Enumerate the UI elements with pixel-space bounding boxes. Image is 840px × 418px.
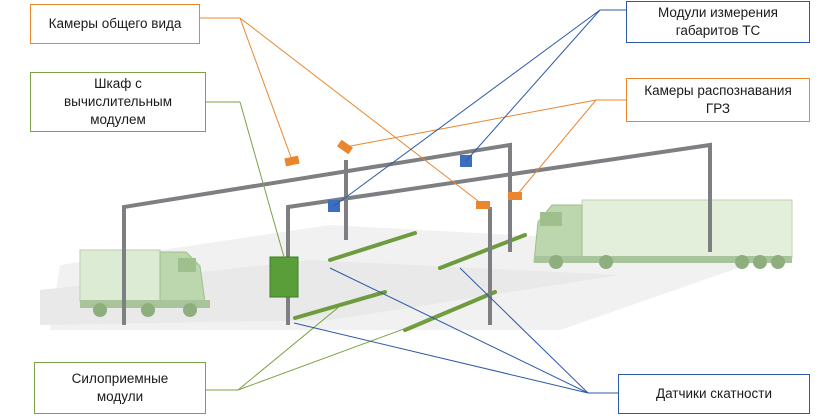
overview-camera-1 (284, 155, 300, 167)
truck-left (79, 249, 210, 317)
compute-cabinet (269, 256, 299, 298)
plate-camera-1 (476, 201, 490, 209)
leader-lines (200, 9, 626, 394)
compute-cabinet-text: Шкаф с вычислительным модулем (63, 75, 173, 128)
dimension-modules-text: Модули измерения габаритов ТС (658, 4, 778, 38)
weigh-modules-label: Силоприемные модули (34, 362, 206, 414)
dimension-modules-label: Модули измерения габаритов ТС (626, 1, 810, 43)
compute-cabinet-label: Шкаф с вычислительным модулем (30, 72, 206, 132)
weigh-modules-text: Силоприемные модули (71, 370, 169, 404)
axle-sensors-label: Датчики скатности (618, 374, 810, 414)
plate-cameras-text: Камеры распознавания ГРЗ (644, 82, 792, 116)
axle-sensors-text: Датчики скатности (655, 385, 773, 401)
overview-cameras-text: Камеры общего вида (48, 15, 182, 31)
truck-right (533, 199, 793, 269)
plate-camera-2 (508, 192, 522, 200)
plate-cameras-label: Камеры распознавания ГРЗ (626, 78, 810, 122)
overview-cameras-label: Камеры общего вида (30, 4, 200, 44)
